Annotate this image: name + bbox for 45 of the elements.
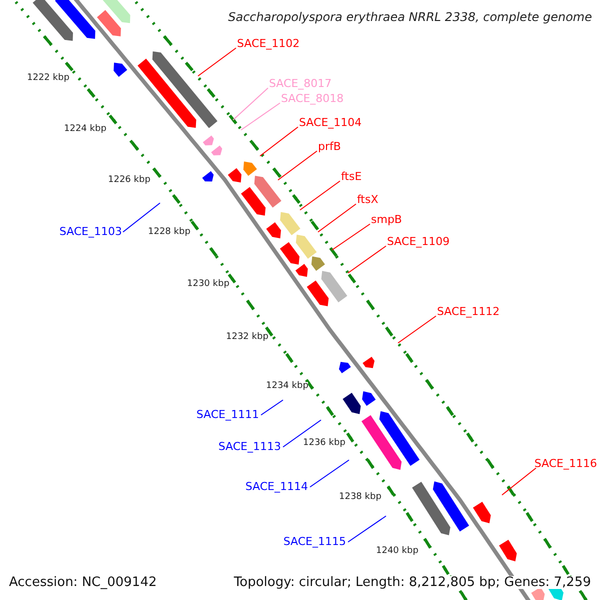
gene-label: SACE_1112 bbox=[437, 306, 500, 317]
gene-label: SACE_1114 bbox=[245, 481, 308, 492]
tick-label: 1240 kbp bbox=[376, 547, 418, 556]
leader-line bbox=[502, 468, 536, 496]
leader-line bbox=[348, 246, 386, 274]
leader-line bbox=[282, 420, 322, 448]
gene-label: SACE_1111 bbox=[196, 409, 259, 420]
tick-label: 1228 kbp bbox=[148, 228, 190, 237]
leader-line bbox=[260, 126, 298, 156]
tick-label: 1226 kbp bbox=[108, 176, 150, 185]
leader-line bbox=[278, 150, 318, 180]
leader-line bbox=[260, 400, 284, 416]
tick-label: 1236 kbp bbox=[303, 439, 346, 448]
gene-label: SACE_8017 bbox=[269, 78, 332, 89]
footer-text: Accession: NC_009142 bbox=[9, 576, 157, 589]
gene-label: SACE_1116 bbox=[534, 458, 597, 469]
tick-label: 1224 kbp bbox=[64, 125, 106, 134]
tick-label: 1222 kbp bbox=[27, 74, 70, 83]
leader-line bbox=[310, 460, 350, 488]
leader-line bbox=[198, 48, 236, 76]
gene-label: SACE_1103 bbox=[59, 226, 122, 237]
gene-label: SACE_8018 bbox=[281, 93, 344, 104]
leader-line bbox=[332, 224, 370, 250]
leader-line bbox=[318, 204, 356, 232]
tick-label: 1230 kbp bbox=[187, 280, 230, 289]
tick-label: 1238 kbp bbox=[339, 493, 382, 502]
gene-label: ftsE bbox=[341, 171, 362, 182]
leader-line bbox=[348, 516, 386, 542]
gene-label: prfB bbox=[318, 141, 341, 152]
tick-label: 1234 kbp bbox=[266, 382, 308, 391]
gene-label: SACE_1102 bbox=[237, 38, 300, 49]
leader-line bbox=[122, 202, 160, 232]
gene-label: SACE_1115 bbox=[283, 536, 346, 547]
gene-label: SACE_1113 bbox=[218, 441, 281, 452]
footer-text: Topology: circular; Length: 8,212,805 bp; Genes: 7,259 bbox=[234, 576, 591, 589]
leader-line bbox=[232, 88, 268, 120]
tick-label: 1232 kbp bbox=[226, 333, 268, 342]
leader-line bbox=[300, 180, 340, 210]
gene-label: ftsX bbox=[357, 194, 378, 205]
leader-line bbox=[398, 316, 436, 344]
gene-label: SACE_1109 bbox=[387, 236, 450, 247]
title: Saccharopolyspora erythraea NRRL 2338, complete genome bbox=[228, 11, 592, 23]
gene-label: SACE_1104 bbox=[299, 117, 362, 128]
gene-label: smpB bbox=[371, 214, 402, 225]
leader-line bbox=[240, 102, 280, 130]
